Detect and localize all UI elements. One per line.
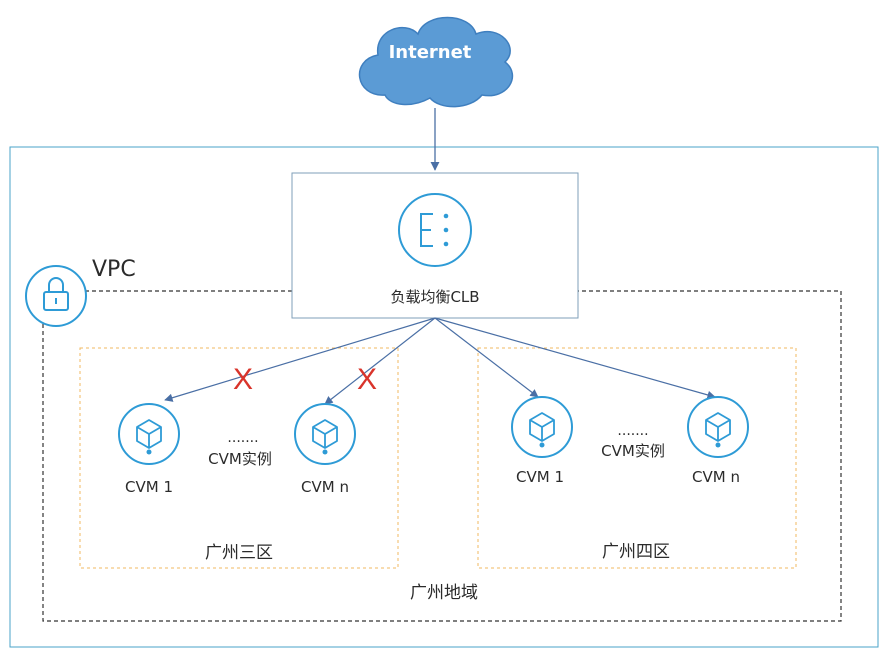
cvm-icon: [687, 396, 749, 458]
failure-mark-zone3-cvmn: X: [357, 363, 377, 396]
failure-mark-zone3-cvm1: X: [233, 363, 253, 396]
outer-frame: [9, 146, 879, 648]
zone3-dots: .......: [227, 430, 258, 446]
zone4-instances-label: CVM实例: [601, 442, 665, 460]
zone4-cvm-last-label: CVM n: [692, 468, 740, 486]
zone3-instances-label: CVM实例: [208, 450, 272, 468]
zone3-label: 广州三区: [205, 543, 273, 563]
vpc-label: VPC: [92, 257, 136, 282]
arrow-clb-to-zone3-cvm1: [164, 317, 436, 402]
lock-icon: [25, 265, 87, 327]
cvm-icon: [118, 403, 180, 465]
arrow-clb-to-zone4-cvm1: [434, 317, 539, 398]
internet-label: Internet: [389, 42, 472, 63]
zone-box-guangzhou-3: [79, 347, 399, 569]
cvm-icon: [511, 396, 573, 458]
zone4-dots: .......: [617, 423, 648, 439]
load-balancer-icon: [398, 193, 472, 267]
region-label: 广州地域: [410, 583, 478, 603]
arrow-clb-to-zone4-cvmn: [434, 317, 716, 399]
zone3-cvm-last-label: CVM n: [301, 478, 349, 496]
zone4-label: 广州四区: [602, 542, 670, 562]
cvm-icon: [294, 403, 356, 465]
arrow-clb-to-zone3-cvmn: [324, 317, 436, 405]
zone4-cvm-first-label: CVM 1: [516, 468, 564, 486]
internet-cloud: Internet: [358, 16, 514, 108]
zone3-cvm-first-label: CVM 1: [125, 478, 173, 496]
clb-label: 负载均衡CLB: [390, 288, 479, 306]
zone-box-guangzhou-4: [477, 347, 797, 569]
clb-box: [291, 172, 579, 319]
